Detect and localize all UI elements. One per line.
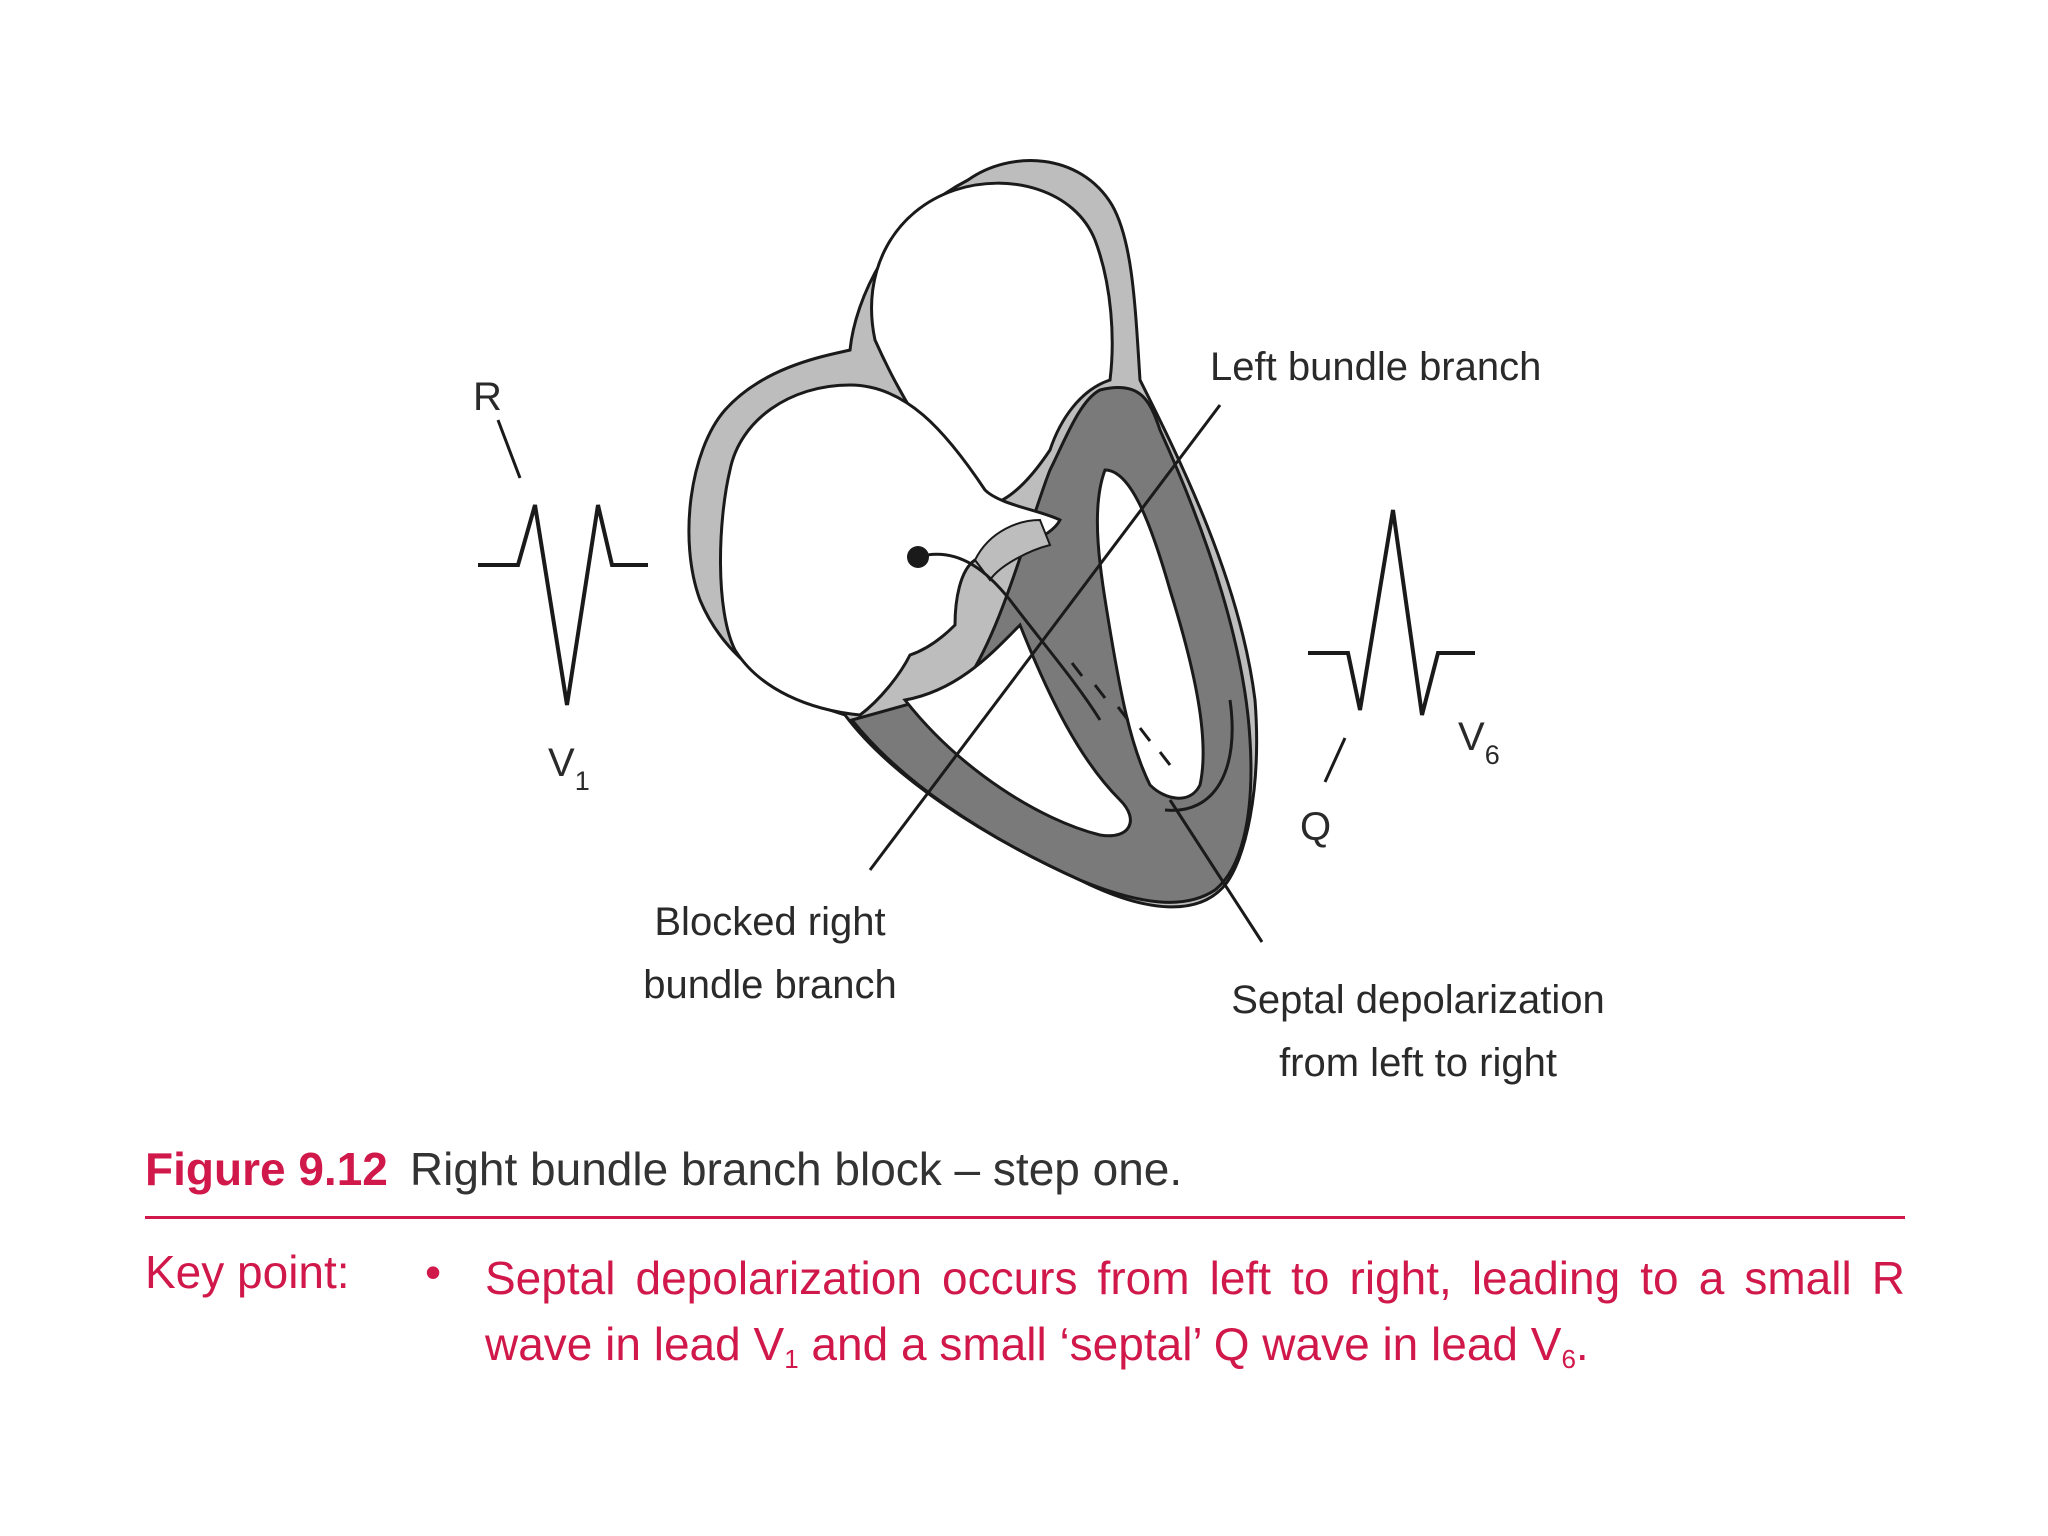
v6-ecg-trace [1308,509,1475,716]
v1-lead-text: V [548,741,575,785]
v1-ecg-trace [478,504,648,706]
q-wave-label: Q [1300,805,1331,849]
leader-septal [1168,799,1264,943]
v6-label: V6 [1458,715,1500,770]
leader-left-bundle [868,404,1222,871]
v1-subscript: 1 [575,766,590,796]
septal-label-line1: Septal depolarization [1231,978,1605,1022]
r-wave-label: R [473,375,502,419]
v1-label: V1 [548,741,590,796]
heart-diagram: R V1 V6 Q Left bundle branch Blocked rig… [473,159,1605,1085]
key-text-part2: and a small ‘septal’ Q wave in lead V [798,1318,1562,1370]
caption-divider [145,1216,1905,1219]
septal-arrows [1070,662,1172,766]
key-text-part3: . [1575,1318,1589,1370]
figure-title: Right bundle branch block – step one. [409,1143,1183,1195]
right-ventricle-cavity [1095,468,1205,800]
key-text-sub2: 6 [1561,1344,1576,1374]
septum-band [973,518,1052,582]
key-point-label: Key point: [145,1246,350,1298]
septal-label-line2: from left to right [1279,1041,1557,1085]
left-ventricle-cavity [902,622,1132,838]
left-atrium [719,383,1063,717]
figure-number: Figure 9.12 [145,1143,388,1195]
key-text-part1: Septal depolarization occurs from left t… [485,1252,1905,1370]
his-bundle [917,552,1102,721]
key-text-sub1: 1 [784,1344,799,1374]
key-point-text: Septal depolarization occurs from left t… [485,1245,1905,1392]
leader-q-wave [1323,737,1347,783]
left-bundle-branch [1164,699,1234,812]
left-bundle-branch-label: Left bundle branch [1210,345,1541,389]
figure-caption: Figure 9.12 Right bundle branch block – s… [145,1142,1182,1196]
v6-subscript: 6 [1485,740,1500,770]
blocked-right-label-line2: bundle branch [643,963,897,1007]
key-point-bullet: • [425,1246,442,1298]
leader-r-wave [496,419,522,479]
blocked-right-label-line1: Blocked right [654,900,885,944]
v6-lead-text: V [1458,715,1485,759]
